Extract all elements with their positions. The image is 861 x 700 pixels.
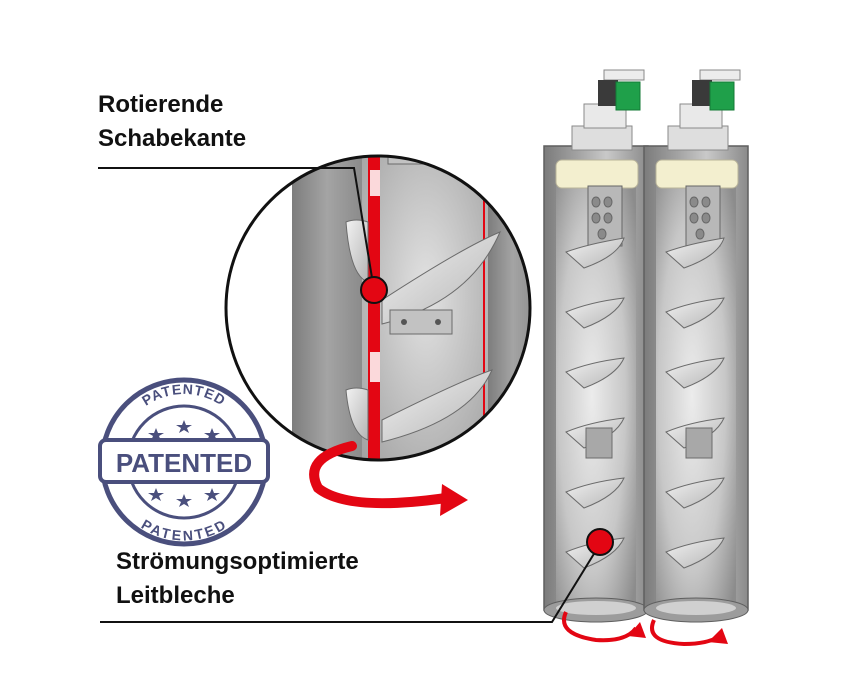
stamp-star-icon	[176, 420, 192, 433]
label-scraper-edge-line1: Rotierende	[98, 91, 224, 118]
zoom-detail	[224, 154, 532, 462]
marker-baffles	[586, 528, 614, 556]
stamp-main-text: PATENTED	[116, 448, 252, 478]
marker-scraper-edge	[360, 276, 388, 304]
rotation-arrow-left-tube	[562, 611, 638, 643]
label-scraper-edge-line2: Schabekante	[98, 125, 247, 152]
label-baffles-line2: Leitbleche	[116, 582, 235, 609]
stamp-star-icon	[176, 494, 192, 507]
rotation-arrowhead-left-tube	[628, 622, 646, 638]
patented-stamp: PATENTED PATENTED PATENTED	[98, 377, 270, 547]
stamp-star-icon	[148, 488, 164, 501]
connector-head-left	[571, 69, 645, 151]
rotation-arrowhead-right-tube	[708, 628, 728, 644]
leader-line-scraper-edge	[98, 167, 375, 291]
label-baffles-line1: Strömungsoptimierte	[116, 548, 359, 575]
stamp-star-icon	[204, 488, 220, 501]
rotation-arrow-zoom	[309, 441, 468, 516]
leader-line-baffles	[100, 543, 601, 623]
connector-head-right	[667, 69, 741, 151]
baffles-right	[665, 237, 725, 569]
perforated-plate-right	[685, 185, 721, 247]
label-scraper-edge: Rotierende Schabekante	[98, 88, 246, 156]
stamp-star-icon	[148, 428, 164, 441]
perforated-plate-left	[587, 185, 623, 247]
stamp-star-icon	[204, 428, 220, 441]
label-baffles: Strömungsoptimierte Leitbleche	[116, 545, 359, 613]
